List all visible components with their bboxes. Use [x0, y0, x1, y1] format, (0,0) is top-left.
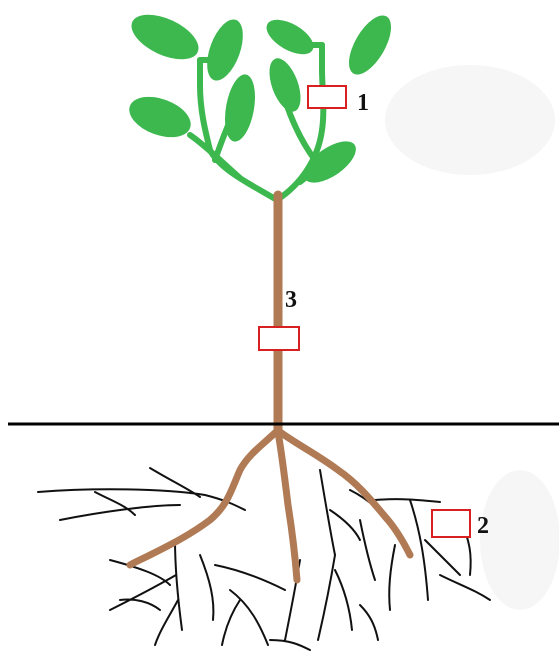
leaf — [341, 9, 400, 81]
label-2: 2 — [477, 513, 489, 539]
main-root-center — [278, 432, 297, 580]
leaf — [297, 133, 362, 190]
fine-roots — [38, 468, 490, 650]
background-smudges — [385, 65, 559, 610]
leaf — [125, 5, 205, 68]
leaf — [261, 13, 319, 62]
leaf-marker-box — [308, 86, 346, 108]
stem-marker-box — [259, 327, 299, 350]
main-root-left — [130, 432, 276, 565]
main-root-right — [280, 432, 410, 555]
leaf — [200, 15, 250, 85]
label-3: 3 — [285, 287, 297, 313]
root-marker-box — [432, 510, 470, 537]
leaf — [263, 54, 307, 116]
leaf — [124, 89, 196, 145]
label-1: 1 — [357, 90, 369, 116]
